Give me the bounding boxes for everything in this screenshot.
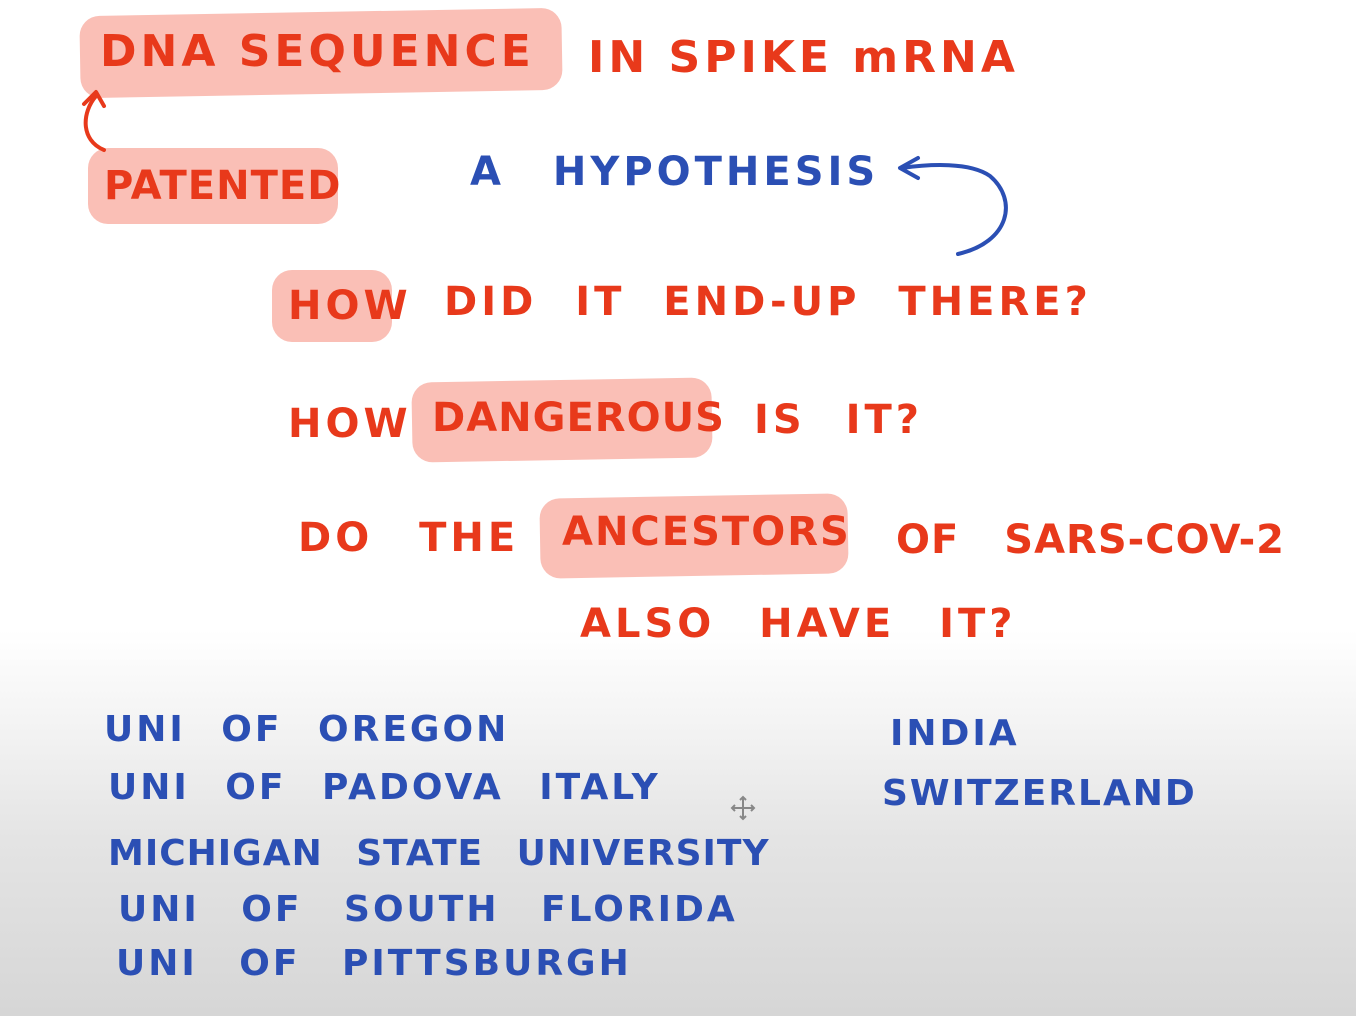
institution-item: UNI OF PITTSBURGH: [116, 943, 632, 984]
text-ancestors: ANCESTORS: [562, 509, 851, 555]
curved-arrow-back-icon: [898, 156, 1008, 256]
move-cursor-icon: [730, 795, 756, 821]
country-item: SWITZERLAND: [882, 773, 1197, 814]
institution-item: UNI OF SOUTH FLORIDA: [118, 889, 738, 930]
text-a-hypothesis: A HYPOTHESIS: [470, 149, 880, 195]
institution-item: UNI OF OREGON: [104, 709, 510, 750]
text-did-it-end-up-there: DID IT END-UP THERE?: [444, 279, 1092, 325]
highlight-patented: [88, 148, 338, 224]
country-item: INDIA: [890, 713, 1020, 754]
text-of-sars-cov-2: OF SARS-COV-2: [896, 517, 1285, 563]
institution-item: UNI OF PADOVA ITALY: [108, 767, 661, 808]
text-how-1: HOW: [288, 283, 412, 329]
highlight-how: [272, 270, 392, 342]
curved-arrow-up-icon: [82, 90, 106, 152]
text-do-the: DO THE: [298, 515, 520, 561]
text-how-2: HOW: [288, 401, 412, 447]
text-patented: PATENTED: [104, 163, 342, 209]
text-dangerous: DANGEROUS: [432, 395, 725, 441]
text-dna-sequence: DNA SEQUENCE: [100, 26, 535, 77]
institution-item: MICHIGAN STATE UNIVERSITY: [108, 833, 770, 874]
text-also-have-it: ALSO HAVE IT?: [580, 601, 1017, 647]
text-is-it: IS IT?: [754, 397, 923, 443]
text-in-spike-mrna: IN SPIKE mRNA: [588, 32, 1019, 83]
